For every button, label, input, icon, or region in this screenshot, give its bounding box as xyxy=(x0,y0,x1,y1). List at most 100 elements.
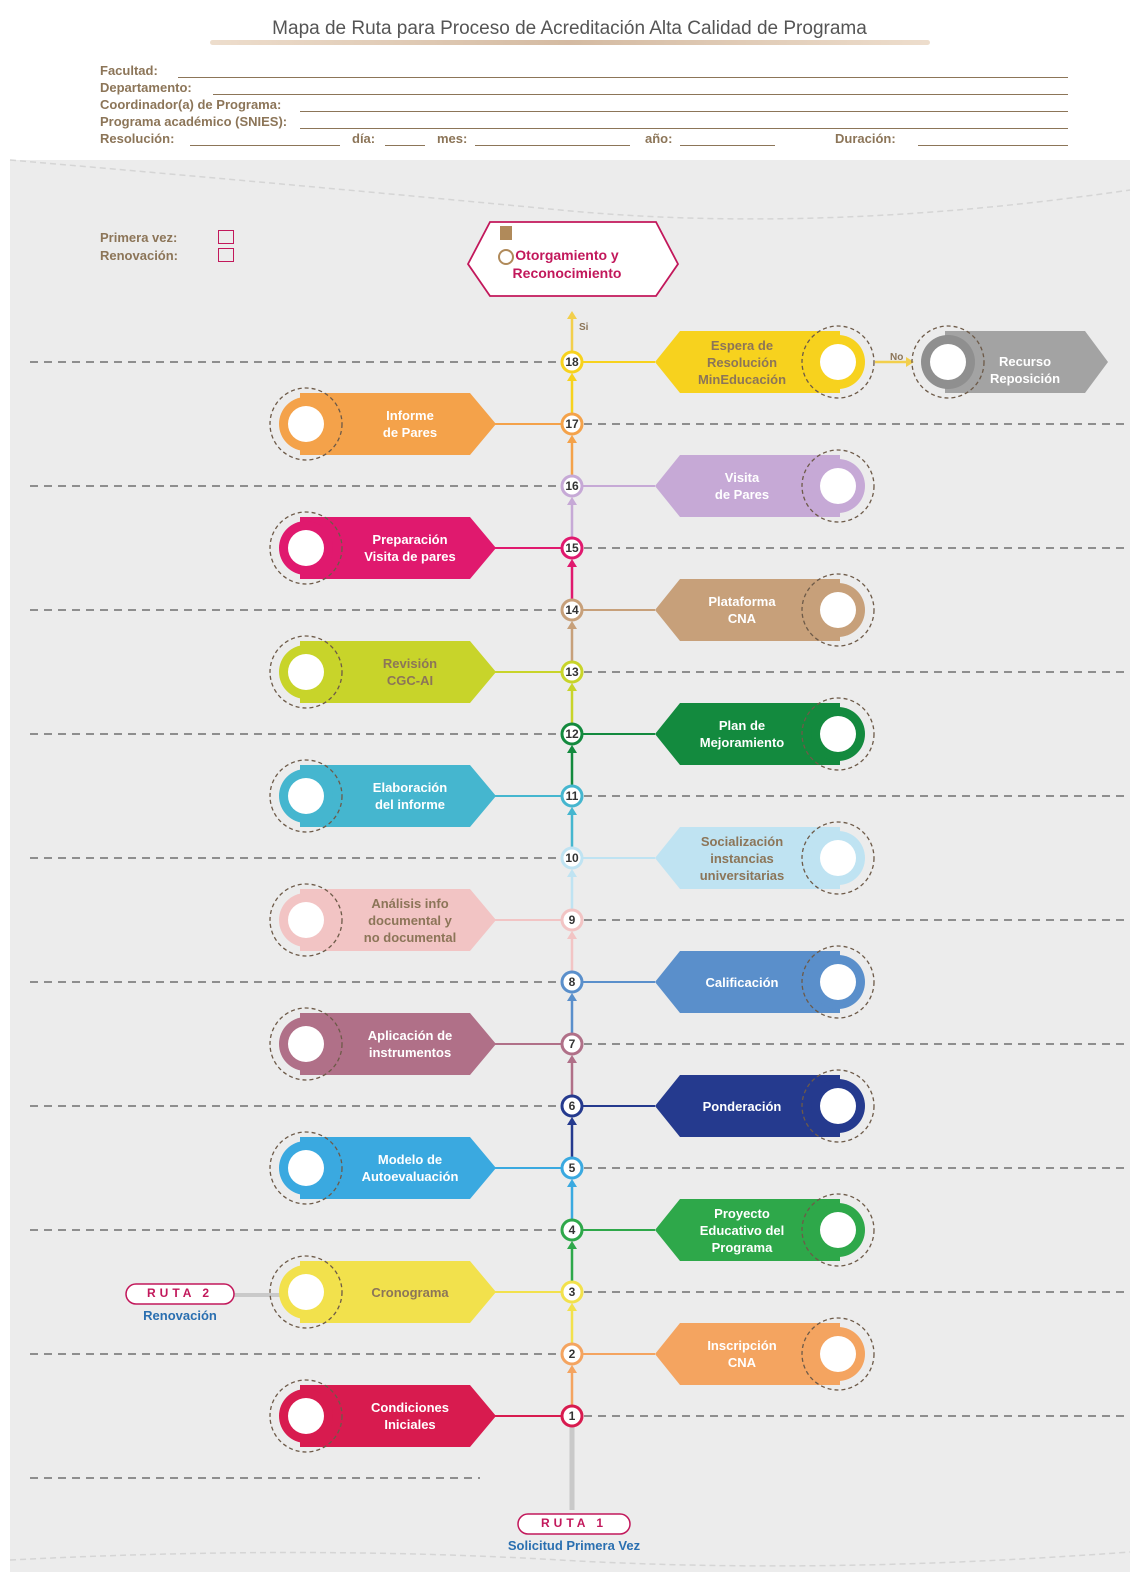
field-resolucion-line[interactable] xyxy=(190,145,340,146)
field-anio-label: año: xyxy=(645,131,673,146)
spine-arrow xyxy=(567,621,577,629)
field-facultad-label: Facultad: xyxy=(100,63,158,78)
field-dia-line[interactable] xyxy=(385,145,425,146)
step-label-9: Análisis info documental y no documental xyxy=(363,895,457,945)
step-ring-center xyxy=(288,1026,324,1062)
spine-arrow xyxy=(567,683,577,691)
step-number-circle xyxy=(560,908,584,932)
field-anio-line[interactable] xyxy=(680,145,775,146)
header-separator xyxy=(9,159,1131,220)
field-programa-label: Programa académico (SNIES): xyxy=(100,114,288,129)
step-number: 2 xyxy=(569,1347,576,1361)
step-dashed-ring xyxy=(801,325,875,399)
field-mes-label: mes: xyxy=(437,131,468,146)
step-number: 4 xyxy=(569,1223,576,1237)
step-banner xyxy=(655,455,840,517)
title-underline xyxy=(210,40,930,45)
step-dashed-ring xyxy=(269,1131,343,1205)
spine-arrow xyxy=(567,435,577,443)
step-label-18: Espera de Resolución MinEducación xyxy=(697,337,787,387)
step-number-circle xyxy=(560,722,584,746)
step-dashed-ring xyxy=(269,635,343,709)
step-number: 11 xyxy=(566,789,579,803)
step-banner xyxy=(300,641,496,703)
spine-arrow xyxy=(567,1117,577,1125)
step-dashed-ring xyxy=(801,449,875,523)
step-ring-center xyxy=(288,902,324,938)
step-number: 8 xyxy=(569,975,576,989)
step-number: 5 xyxy=(569,1161,576,1175)
step-ring-center xyxy=(288,1274,324,1310)
step-label-12: Plan de Mejoramiento xyxy=(699,718,785,750)
step-number-circle xyxy=(560,970,584,994)
step-banner xyxy=(655,331,840,393)
step-ring-center xyxy=(288,1150,324,1186)
spine-arrow xyxy=(567,559,577,567)
field-departamento-line[interactable] xyxy=(213,94,1068,95)
step-label-3: Cronograma xyxy=(371,1284,449,1300)
field-facultad-line[interactable] xyxy=(178,77,1068,78)
step-dashed-ring xyxy=(801,821,875,895)
step-banner xyxy=(300,1137,496,1199)
field-programa-line[interactable] xyxy=(300,128,1068,129)
step-number: 1 xyxy=(569,1409,576,1423)
spine-arrow xyxy=(567,373,577,381)
step-number-circle xyxy=(560,1032,584,1056)
step-dashed-ring xyxy=(801,1193,875,1267)
footer-separator xyxy=(9,1551,1131,1567)
step-dashed-ring xyxy=(269,759,343,833)
recurso-ring-center xyxy=(930,344,966,380)
step-ring-center xyxy=(820,1088,856,1124)
step-number: 15 xyxy=(565,541,579,555)
final-node-label: Otorgamiento y Reconocimiento xyxy=(487,246,647,282)
check-primera-box[interactable] xyxy=(218,230,234,244)
spine-arrow xyxy=(567,1241,577,1249)
step-ring-center xyxy=(820,964,856,1000)
recurso-dashed-ring xyxy=(911,325,985,399)
step-label-5: Modelo de Autoevaluación xyxy=(361,1152,459,1184)
step-banner xyxy=(655,827,840,889)
step-number: 17 xyxy=(565,417,579,431)
spine-arrow xyxy=(567,1179,577,1187)
step-number: 10 xyxy=(565,851,579,865)
step-ring-center xyxy=(288,406,324,442)
step-dashed-ring xyxy=(801,573,875,647)
route1-pill xyxy=(517,1513,631,1535)
step-number-circle xyxy=(560,660,584,684)
field-duracion-line[interactable] xyxy=(918,145,1068,146)
route1-sub: Solicitud Primera Vez xyxy=(507,1538,641,1553)
spine-arrow xyxy=(567,1365,577,1373)
step-banner xyxy=(655,579,840,641)
step-ring-center xyxy=(820,344,856,380)
check-primera-label: Primera vez: xyxy=(100,230,178,245)
recurso-line2: Reposición xyxy=(989,371,1061,386)
step-dashed-ring xyxy=(801,1317,875,1391)
step-number-circle xyxy=(560,598,584,622)
step-ring-center xyxy=(288,530,324,566)
field-coordinador-line[interactable] xyxy=(300,111,1068,112)
spine-arrow xyxy=(567,745,577,753)
field-dia-label: día: xyxy=(352,131,376,146)
step-number-circle xyxy=(560,784,584,808)
step-number-circle xyxy=(560,1218,584,1242)
step-number: 3 xyxy=(569,1285,576,1299)
spine-arrow xyxy=(567,1055,577,1063)
field-resolucion-label: Resolución: xyxy=(100,131,175,146)
step-dashed-ring xyxy=(801,945,875,1019)
step-number: 7 xyxy=(569,1037,576,1051)
step-label-14: Plataforma CNA xyxy=(708,594,776,626)
step-banner xyxy=(655,703,840,765)
recurso-label: Recurso Reposición xyxy=(955,353,1095,387)
check-renovacion-box[interactable] xyxy=(218,248,234,262)
step-label-7: Aplicación de instrumentos xyxy=(367,1028,453,1060)
step-dashed-ring xyxy=(269,387,343,461)
field-mes-line[interactable] xyxy=(475,145,630,146)
step-number: 12 xyxy=(565,727,579,741)
step-number: 9 xyxy=(569,913,576,927)
step-banner xyxy=(300,393,496,455)
step-dashed-ring xyxy=(801,697,875,771)
route1-label: RUTA 1 xyxy=(541,1516,607,1530)
recurso-line1: Recurso xyxy=(998,354,1052,369)
